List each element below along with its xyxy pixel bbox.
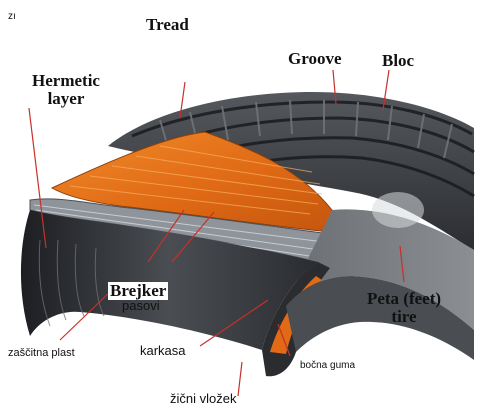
zicni-vlozek-label: žični vložek xyxy=(170,391,236,406)
peta-line-2: tire xyxy=(352,308,456,326)
bloc-label: Bloc xyxy=(382,52,414,70)
corner-fragment-text: zı xyxy=(8,11,16,22)
pasovi-label: pasovi xyxy=(122,298,160,313)
tread-label: Tread xyxy=(146,16,189,34)
bocna-guma-label: bočna guma xyxy=(300,360,355,371)
karkasa-label: karkasa xyxy=(140,343,186,358)
zascitna-plast-label: zaščitna plast xyxy=(8,347,75,359)
peta-tire-label: Peta (feet) tire xyxy=(352,290,456,326)
peta-line-1: Peta (feet) xyxy=(352,290,456,308)
groove-label: Groove xyxy=(288,50,342,68)
hermetic-layer-label: Hermetic layer xyxy=(20,72,112,108)
hermetic-line-1: Hermetic xyxy=(20,72,112,90)
hermetic-line-2: layer xyxy=(20,90,112,108)
